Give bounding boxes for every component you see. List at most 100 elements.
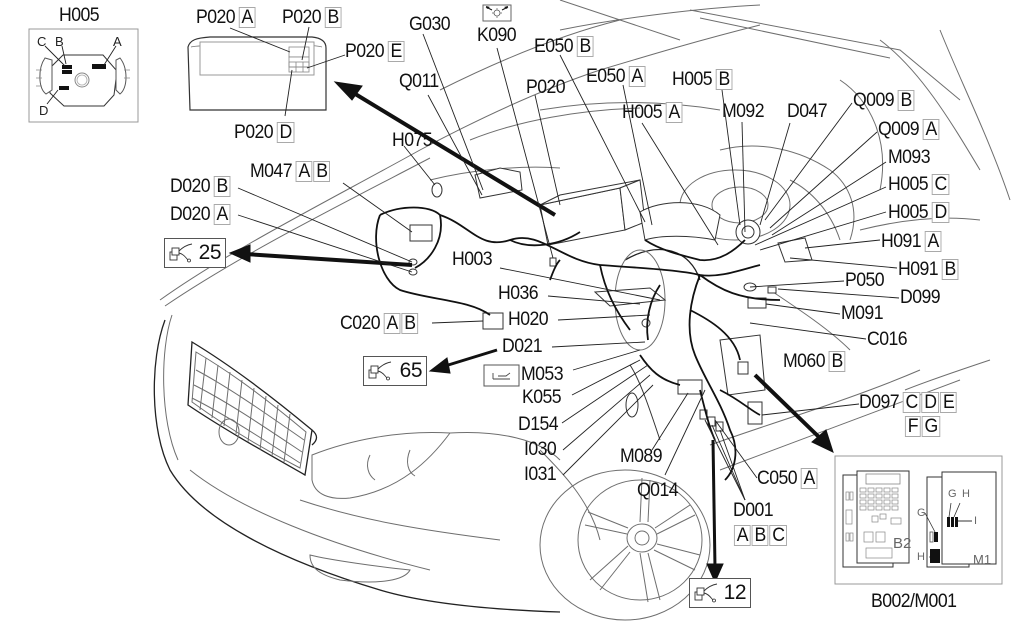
h005-pin-a: A — [113, 34, 122, 49]
connector-ground-icon — [368, 361, 392, 381]
m001-pin-h: H — [962, 488, 970, 500]
connector-letter-box: B — [401, 313, 419, 334]
callout-p050: P050 — [845, 271, 887, 291]
component-code: D097 — [859, 392, 900, 413]
ref-65-box[interactable]: 65 — [363, 356, 427, 386]
callout-d154: D154 — [518, 415, 561, 435]
component-code: M060 — [783, 351, 826, 372]
callout-m053: M053 — [521, 365, 566, 385]
component-code: I031 — [524, 464, 557, 485]
connector-letter-box: C — [769, 525, 788, 546]
h005-pin-b: B — [55, 34, 64, 49]
callout-q014: Q014 — [637, 481, 681, 501]
callout-k055: K055 — [522, 388, 564, 408]
callout-i031: I031 — [524, 465, 559, 485]
component-code: C016 — [867, 329, 908, 350]
connector-letter-box: B — [941, 259, 959, 280]
component-code: K055 — [522, 387, 562, 408]
leader-lines — [237, 33, 900, 501]
arrow-head-12 — [706, 563, 724, 584]
connector-ground-icon — [694, 583, 718, 603]
connector-letter-box: D — [931, 202, 950, 223]
component-code: P050 — [845, 270, 885, 291]
connector-letter-box: C — [902, 392, 921, 413]
ref-65-number: 65 — [399, 359, 423, 382]
h005-pin-c: C — [37, 34, 47, 49]
ref-12-box[interactable]: 12 — [689, 578, 751, 608]
b002-m001-inset — [834, 455, 1003, 585]
connector-letter-box: B — [576, 36, 594, 57]
component-code: I030 — [524, 439, 557, 460]
ref-12-number: 12 — [723, 581, 747, 604]
m053-sensor-box — [483, 364, 520, 387]
m001-pin-g: G — [948, 488, 957, 500]
callout-k090: K090 — [477, 26, 519, 46]
component-code: H075 — [392, 130, 433, 151]
connector-letter-box: B — [751, 525, 769, 546]
arrow-head-25 — [228, 244, 251, 263]
side-pin-g: G — [917, 507, 926, 519]
pointer-arrows — [228, 81, 834, 584]
connector-letter-box: G — [921, 416, 941, 437]
component-code: H091 — [898, 259, 939, 280]
connector-letter-box: B — [213, 176, 231, 197]
component-code: Q009 — [878, 119, 920, 140]
component-code: H005 — [888, 174, 929, 195]
component-code: D047 — [787, 101, 828, 122]
connector-letter-box: D — [921, 392, 940, 413]
ref-25-box[interactable]: 25 — [164, 238, 226, 268]
callout-p020: P020 — [526, 78, 568, 98]
b002-m001-inset-title: B002/M001 — [871, 591, 957, 612]
callout-g030: G030 — [409, 15, 453, 35]
connector-letter-box: A — [628, 66, 646, 87]
component-code: G030 — [409, 14, 451, 35]
callout-i030: I030 — [524, 440, 559, 460]
component-code: M053 — [521, 364, 564, 385]
arrow-head-p020 — [333, 81, 363, 101]
component-code: D020 — [170, 204, 211, 225]
connector-letter-box: F — [904, 416, 921, 437]
connector-letter-box: A — [733, 525, 751, 546]
callout-h075: H075 — [392, 131, 435, 151]
connector-letter-box: A — [213, 204, 231, 225]
component-code: M047 — [250, 161, 293, 182]
component-code: M091 — [841, 303, 884, 324]
ref-25-number: 25 — [198, 241, 222, 264]
callout-d047: D047 — [787, 102, 830, 122]
component-code: E050 — [534, 36, 574, 57]
connector-letter-box: C — [931, 174, 950, 195]
connector-letter-box: A — [922, 119, 940, 140]
component-code: D099 — [900, 287, 941, 308]
h005-inset — [28, 28, 139, 123]
connector-letter-box: A — [295, 161, 313, 182]
component-code: E050 — [586, 66, 626, 87]
callout-h020: H020 — [508, 310, 551, 330]
component-code: M093 — [888, 147, 931, 168]
arrow-to-p020-inset — [350, 90, 557, 217]
connector-letter-box: B — [313, 161, 331, 182]
component-code: H091 — [881, 231, 922, 252]
arrow-to-b002-inset — [753, 373, 824, 442]
callout-h036: H036 — [498, 284, 541, 304]
p020-inset — [187, 26, 346, 117]
components — [408, 167, 813, 441]
wiring-harness — [375, 206, 781, 481]
component-code: H036 — [498, 283, 539, 304]
connector-letter-box: A — [924, 231, 942, 252]
component-code: Q014 — [637, 480, 679, 501]
callout-c016: C016 — [867, 330, 910, 350]
